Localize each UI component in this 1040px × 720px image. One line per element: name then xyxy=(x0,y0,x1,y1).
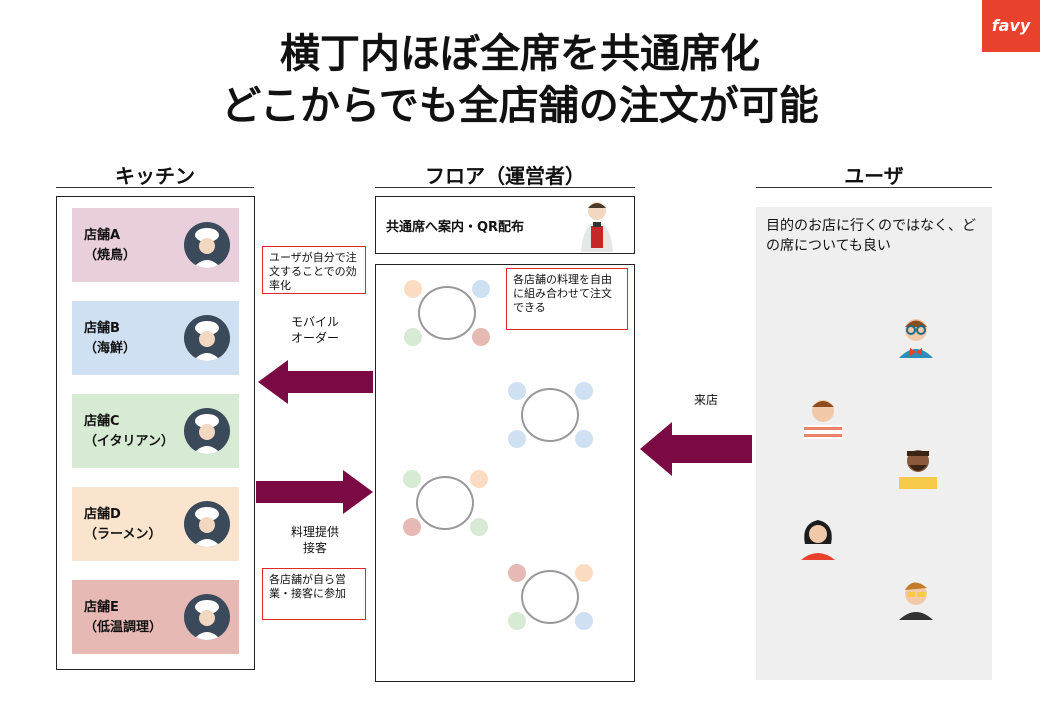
visit-label: 来店 xyxy=(693,393,718,407)
title-line-1: 横丁内ほぼ全席を共通席化 xyxy=(280,31,760,77)
user-avatar-icon xyxy=(899,582,933,620)
seat xyxy=(404,328,422,346)
kitchen-rule xyxy=(56,187,254,188)
user-avatar-icon xyxy=(899,450,937,489)
floor-guide-box xyxy=(375,196,635,254)
seat xyxy=(508,430,526,448)
shop-genre: （ラーメン） xyxy=(84,527,162,542)
shop-name: 店舗B xyxy=(84,321,120,336)
seat xyxy=(575,430,593,448)
arrow-to-kitchen xyxy=(258,360,373,404)
seat xyxy=(470,518,488,536)
arrow-to-floor xyxy=(256,470,373,514)
title-line-2: どこからでも全店舗の注文が可能 xyxy=(221,83,819,129)
seat xyxy=(508,612,526,630)
waiter-icon xyxy=(581,202,613,252)
shop-name: 店舗D xyxy=(84,507,121,522)
users-text: 目的のお店に行くのではなく、どの席についても良い xyxy=(766,218,976,254)
shop-genre: （海鮮） xyxy=(84,341,137,356)
users-panel xyxy=(756,207,992,680)
callout-efficiency: ユーザが自分で注文することでの効率化 xyxy=(262,246,366,294)
kitchen-heading: キッチン xyxy=(115,164,195,188)
seat xyxy=(404,280,422,298)
shop-genre: （イタリアン） xyxy=(84,434,174,449)
seat xyxy=(470,470,488,488)
table xyxy=(416,476,474,530)
shop-genre: （焼鳥） xyxy=(84,248,137,263)
shop-name: 店舗A xyxy=(84,228,121,243)
chef-icon xyxy=(184,501,230,547)
floor-rule xyxy=(375,187,635,188)
shop-name: 店舗C xyxy=(84,414,120,429)
callout-participation: 各店舗が自ら営業・接客に参加 xyxy=(262,568,366,620)
seat xyxy=(403,518,421,536)
mobile-order-label: モバイル オーダー xyxy=(290,315,339,345)
seat xyxy=(403,470,421,488)
shop-genre: （低温調理） xyxy=(84,620,163,635)
kitchen-panel xyxy=(56,196,255,670)
seat xyxy=(508,564,526,582)
favy-logo: favy xyxy=(982,0,1040,52)
seat xyxy=(575,564,593,582)
seat xyxy=(575,382,593,400)
seat xyxy=(472,280,490,298)
user-avatar-icon xyxy=(801,520,835,560)
seat xyxy=(472,328,490,346)
serve-label: 料理提供 接客 xyxy=(290,525,339,555)
user-avatar-icon xyxy=(899,319,933,358)
chef-icon xyxy=(184,222,230,268)
arrow-visit xyxy=(640,422,752,476)
users-rule xyxy=(756,187,992,188)
seat xyxy=(508,382,526,400)
table xyxy=(418,286,476,340)
shop-name: 店舗E xyxy=(84,600,119,615)
floor-seating-panel xyxy=(375,264,635,682)
callout-free-order: 各店舗の料理を自由に組み合わせて注文できる xyxy=(506,268,628,330)
chef-icon xyxy=(184,315,230,361)
users-heading: ユーザ xyxy=(844,164,904,188)
chef-icon xyxy=(184,594,230,640)
table xyxy=(521,570,579,624)
floor-guide-text: 共通席へ案内・QR配布 xyxy=(386,220,525,235)
user-avatar-icon xyxy=(804,400,842,439)
floor-heading: フロア（運営者） xyxy=(425,164,585,188)
table xyxy=(521,388,579,442)
chef-icon xyxy=(184,408,230,454)
seat xyxy=(575,612,593,630)
